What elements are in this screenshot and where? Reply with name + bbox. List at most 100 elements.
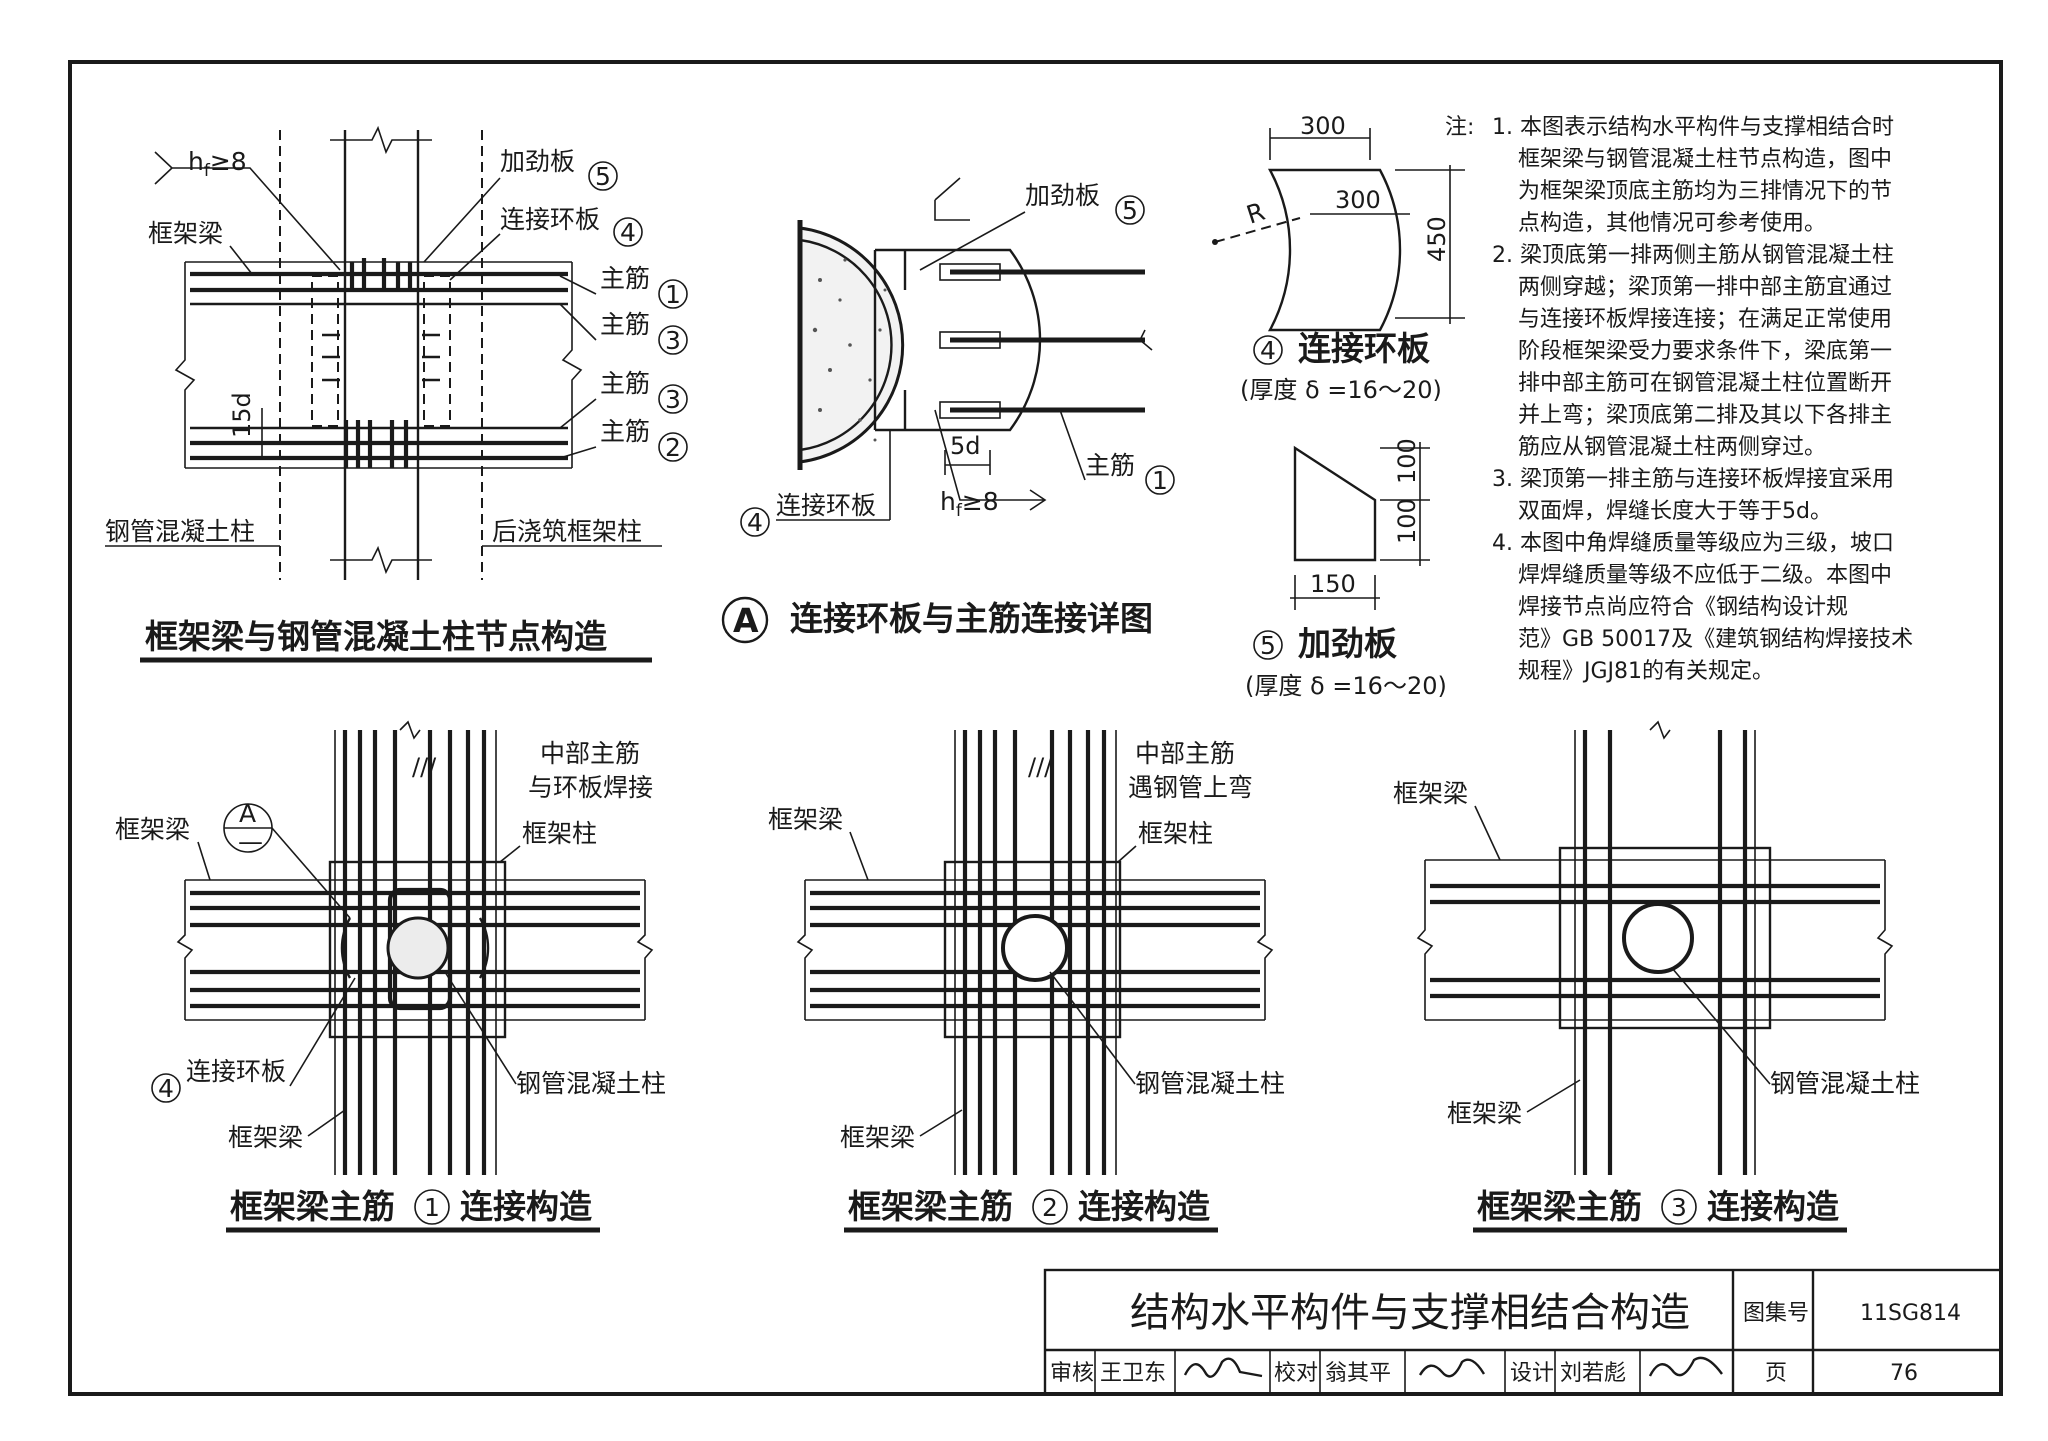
svg-text:4: 4 [620,218,636,247]
label-rebar-1: 主筋 [600,264,650,293]
note-line: 阶段框架梁受力要求条件下，梁底第一 [1518,339,1892,364]
svg-text:3: 3 [1671,1193,1687,1222]
dim-5d: 5d [950,432,981,460]
label-beam: 框架梁 [148,219,223,248]
plan-rebar-3-connection: 框架梁 钢管混凝土柱 框架梁 框架梁主筋 3 连接构造 [1393,720,1920,1233]
note-line: 为框架梁顶底主筋均为三排情况下的节 [1518,179,1892,204]
part-5-stiffener: 100 100 150 5 加劲板 (厚度 δ =16～20) [1245,438,1447,700]
dim-stiff-w: 150 [1310,570,1356,598]
title-block: 结构水平构件与支撑相结合构造 图集号 11SG814 审核 王卫东 校对 翁其平… [1043,1268,2003,1396]
label-detail-stiffener: 加劲板 [1025,181,1100,210]
radius-label: R [1243,197,1268,230]
svg-text:hf≥8: hf≥8 [940,487,999,521]
label-beam-bottom: 框架梁 [840,1123,915,1152]
label-bend-note-1: 中部主筋 [1135,739,1235,768]
note-line: 1. 本图表示结构水平构件与支撑相结合时 [1492,115,1894,140]
label-beam-top: 框架梁 [768,805,843,834]
label-cfst-column: 钢管混凝土柱 [1135,1069,1285,1098]
label-frame-column: 框架柱 [522,819,597,848]
plan-rebar-1-connection: /// A — 中部主筋 与环板焊接 框架梁 框架柱 4 连接环板 [115,720,666,1233]
svg-text:5: 5 [1122,196,1138,225]
svg-text:1: 1 [665,280,681,309]
part-4-ring-plate: 300 300 R 450 4 连接环板 (厚度 δ =16～20) [1212,112,1465,404]
label-detail-ring: 连接环板 [776,491,876,520]
dim-ring-height: 450 [1423,216,1451,262]
note-line: 2. 梁顶底第一排两侧主筋从钢管混凝土柱 [1492,243,1894,268]
beam-column-joint-elevation: hf≥8 框架梁 加劲板 5 连接环板 4 主筋 1 主筋 3 主筋 3 主筋 … [105,125,688,663]
notes-title: 注: [1445,115,1474,140]
svg-text:///: /// [1028,753,1053,781]
svg-text:3: 3 [665,385,681,414]
label-beam-bottom: 框架梁 [228,1123,303,1152]
note-line: 4. 本图中角焊缝质量等级应为三级，坡口 [1492,531,1894,556]
page-label: 页 [1765,1361,1787,1386]
svg-text:2: 2 [1042,1193,1058,1222]
svg-text:4: 4 [1260,336,1276,365]
label-weld-note-2: 与环板焊接 [528,773,653,802]
page-number: 76 [1890,1361,1918,1386]
caption-plan-1: 框架梁主筋 [230,1187,395,1226]
note-line: 两侧穿越；梁顶第一排中部主筋宜通过 [1518,275,1892,300]
reviewer-name: 王卫东 [1100,1361,1166,1386]
part-4-thickness: (厚度 δ =16～20) [1240,376,1442,404]
label-frame-column: 框架柱 [1138,819,1213,848]
svg-text:1: 1 [1152,466,1168,495]
dim-15d: 15d [228,392,256,438]
svg-text:框架梁主筋: 框架梁主筋 [230,1187,395,1226]
note-line: 与连接环板焊接连接；在满足正常使用 [1518,307,1892,332]
label-cfst-column: 钢管混凝土柱 [105,517,255,546]
reviewer-signature [1183,1357,1263,1378]
designer-name: 刘若彪 [1560,1361,1626,1386]
svg-text:—: — [238,827,263,856]
design-notes: 注: 1. 本图表示结构水平构件与支撑相结合时 框架梁与钢管混凝土柱节点构造，图… [1445,115,1913,684]
svg-text:3: 3 [665,326,681,355]
note-line: 焊焊缝质量等级不应低于二级。本图中 [1518,563,1892,588]
title-block-title: 结构水平构件与支撑相结合构造 [1130,1290,1690,1336]
note-line: 点构造，其他情况可参考使用。 [1518,211,1826,236]
svg-text:连接构造: 连接构造 [460,1187,592,1226]
check-label: 校对 [1274,1361,1318,1386]
svg-text:hf≥8: hf≥8 [188,147,247,181]
label-rebar-2: 主筋 [600,417,650,446]
label-weld-note-1: 中部主筋 [540,739,640,768]
part-5-name: 加劲板 [1298,624,1397,663]
label-beam-bottom: 框架梁 [1447,1099,1522,1128]
part-4-name: 连接环板 [1298,329,1430,368]
label-stiffener: 加劲板 [500,147,575,176]
dim-ring-top: 300 [1300,112,1346,140]
svg-text:连接构造: 连接构造 [1707,1187,1839,1226]
label-cfst-column: 钢管混凝土柱 [516,1069,666,1098]
weld-size-label: h [188,147,204,176]
note-line: 3. 梁顶第一排主筋与连接环板焊接宜采用 [1492,467,1894,492]
detail-a-letter: A [733,601,759,640]
label-ring-plate: 连接环板 [500,205,600,234]
note-line: 筋应从钢管混凝土柱两侧穿过。 [1518,435,1826,460]
design-label: 设计 [1510,1361,1554,1386]
label-ring-plate: 连接环板 [186,1057,286,1086]
note-line: 框架梁与钢管混凝土柱节点构造，图中 [1518,147,1892,172]
note-line: 焊接节点尚应符合《钢结构设计规 [1518,595,1848,620]
atlas-number: 11SG814 [1860,1301,1961,1326]
caption-detail-a: 连接环板与主筋连接详图 [790,599,1153,638]
plan-rebar-2-connection: /// 中部主筋 遇钢管上弯 框架梁 框架柱 钢管混凝土柱 框架梁 框架梁主筋 … [768,730,1285,1233]
designer-signature [1648,1356,1723,1377]
label-bend-note-2: 遇钢管上弯 [1128,773,1253,802]
checker-signature [1418,1358,1486,1378]
atlas-label: 图集号 [1743,1301,1809,1326]
svg-text:///: /// [412,753,437,781]
note-line: 并上弯；梁顶底第二排及其以下各排主 [1518,403,1892,428]
svg-text:5: 5 [595,162,611,191]
label-cast-column: 后浇筑框架柱 [492,517,642,546]
svg-text:连接构造: 连接构造 [1078,1187,1210,1226]
part-5-thickness: (厚度 δ =16～20) [1245,672,1447,700]
dim-ring-mid: 300 [1335,186,1381,214]
svg-text:4: 4 [158,1074,174,1103]
dim-stiff-h2: 100 [1393,498,1421,544]
label-cfst-column: 钢管混凝土柱 [1770,1069,1920,1098]
detail-weld-label: h [940,487,956,516]
label-detail-rebar: 主筋 [1085,451,1135,480]
review-label: 审核 [1050,1361,1094,1386]
note-line: 范》GB 50017及《建筑钢结构焊接技术 [1518,627,1913,652]
note-line: 双面焊，焊缝长度大于等于5d。 [1518,499,1832,524]
